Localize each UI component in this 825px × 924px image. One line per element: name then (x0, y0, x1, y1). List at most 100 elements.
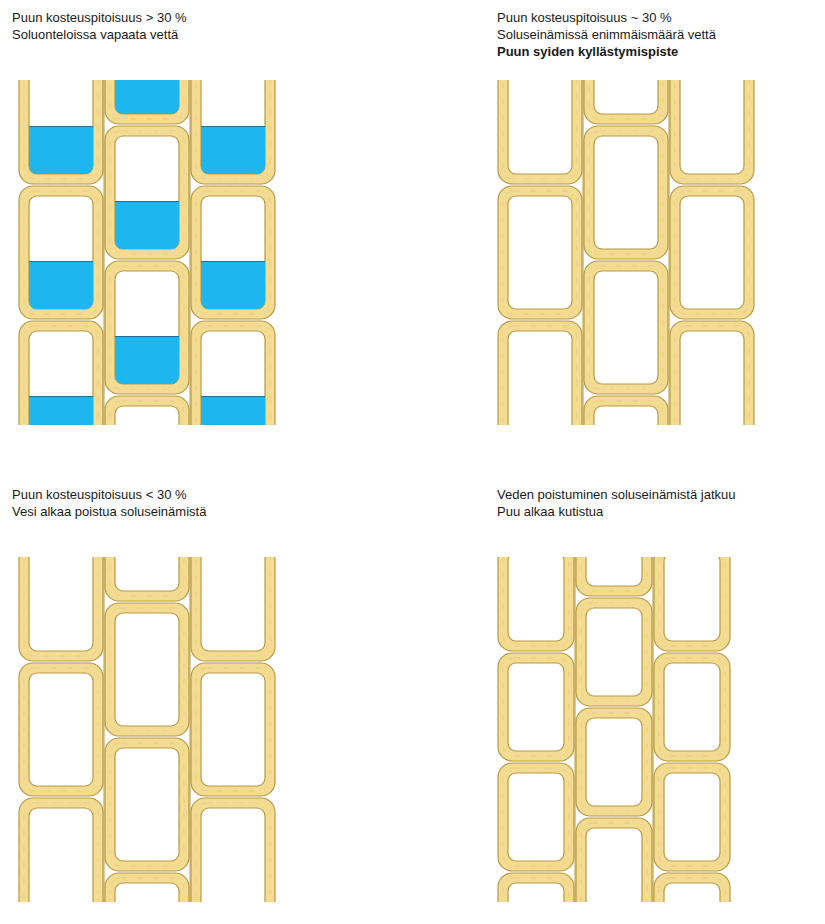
cell-wall (654, 653, 730, 761)
wall-texture (196, 80, 270, 179)
wall-texture (581, 603, 647, 701)
cell-lumen (594, 136, 658, 249)
wall-texture (581, 823, 647, 902)
cell-wall (584, 80, 668, 124)
middle-lamella (190, 80, 191, 425)
cell-wall (191, 321, 275, 425)
cell-wall (576, 708, 652, 816)
wall-texture (503, 658, 569, 756)
cell-wall (654, 763, 730, 871)
cell-wall (191, 186, 275, 319)
wall-texture (196, 557, 270, 656)
cell-lumen (115, 883, 179, 902)
cell-wall (576, 557, 652, 596)
wall-texture (110, 878, 184, 902)
wall-texture (503, 557, 569, 646)
cell-lumen (29, 196, 93, 309)
cell-lumen (664, 663, 720, 751)
wall-texture (581, 557, 647, 591)
cell-wall (498, 80, 582, 184)
caption-line: Soluonteloissa vapaata vettä (12, 27, 178, 43)
middle-lamella (653, 557, 654, 902)
middle-lamella (104, 557, 105, 902)
cell-lumen (508, 557, 564, 641)
cell-wall (498, 321, 582, 425)
water-surface (201, 396, 265, 397)
cell-wall (670, 321, 754, 425)
wall-texture (589, 401, 663, 425)
wall-texture (589, 80, 663, 119)
wall-texture (196, 326, 270, 425)
cell-wall (498, 557, 574, 651)
wall-texture (503, 80, 577, 179)
cell-wall (19, 557, 103, 661)
cell-wall (191, 663, 275, 796)
cell-lumen (115, 748, 179, 861)
wall-texture (110, 743, 184, 866)
cell-wall (670, 186, 754, 319)
cell-wall (105, 738, 189, 871)
cell-lumen (680, 196, 744, 309)
cell-lumen (29, 673, 93, 786)
wall-texture (503, 768, 569, 866)
cell-lumen (680, 331, 744, 425)
water-surface (115, 336, 179, 337)
cell-wall (105, 80, 189, 124)
cell-lumen (115, 406, 179, 425)
cell-wall (498, 186, 582, 319)
cell-wall (19, 321, 103, 425)
cell-panel (498, 80, 754, 425)
caption-line: Veden poistuminen soluseinämistä jatkuu (497, 487, 735, 503)
wall-texture (24, 191, 98, 314)
wall-texture (24, 668, 98, 791)
cell-lumen (508, 196, 572, 309)
cell-wall (654, 873, 730, 902)
cell-lumen (29, 331, 93, 425)
cell-wall (19, 663, 103, 796)
middle-lamella (190, 557, 191, 902)
water-surface (29, 396, 93, 397)
cell-wall (584, 396, 668, 425)
cell-lumen (29, 808, 93, 902)
cell-wall (191, 80, 275, 184)
caption-line: Soluseinämissä enimmäismäärä vettä (497, 27, 716, 43)
free-water (201, 397, 265, 425)
cell-wall (105, 873, 189, 902)
cell-lumen (664, 557, 720, 641)
cell-wall (105, 603, 189, 736)
wall-texture (675, 326, 749, 425)
cell-lumen (508, 773, 564, 861)
wall-texture (659, 878, 725, 902)
cell-lumen (115, 271, 179, 384)
wall-texture (110, 131, 184, 254)
wall-texture (196, 191, 270, 314)
cell-lumen (201, 196, 265, 309)
wall-texture (589, 131, 663, 254)
cell-lumen (201, 557, 265, 651)
cell-wall (105, 557, 189, 601)
free-water (29, 262, 93, 309)
middle-lamella (575, 557, 576, 902)
water-surface (29, 261, 93, 262)
wall-texture (24, 803, 98, 902)
water-surface (29, 126, 93, 127)
wall-texture (110, 557, 184, 596)
cell-lumen (586, 608, 642, 696)
cell-wall (191, 557, 275, 661)
cell-lumen (29, 557, 93, 651)
cell-wall (19, 798, 103, 902)
cell-lumen (594, 80, 658, 114)
wall-texture (503, 878, 569, 902)
cell-wall (498, 763, 574, 871)
water-surface (201, 126, 265, 127)
wall-texture (675, 80, 749, 179)
wall-texture (503, 191, 577, 314)
wall-texture (196, 803, 270, 902)
wall-texture (24, 80, 98, 179)
wall-texture (110, 266, 184, 389)
cell-lumen (508, 663, 564, 751)
cell-wall (576, 818, 652, 902)
cell-panel (19, 557, 275, 902)
wall-texture (24, 326, 98, 425)
cell-lumen (201, 673, 265, 786)
